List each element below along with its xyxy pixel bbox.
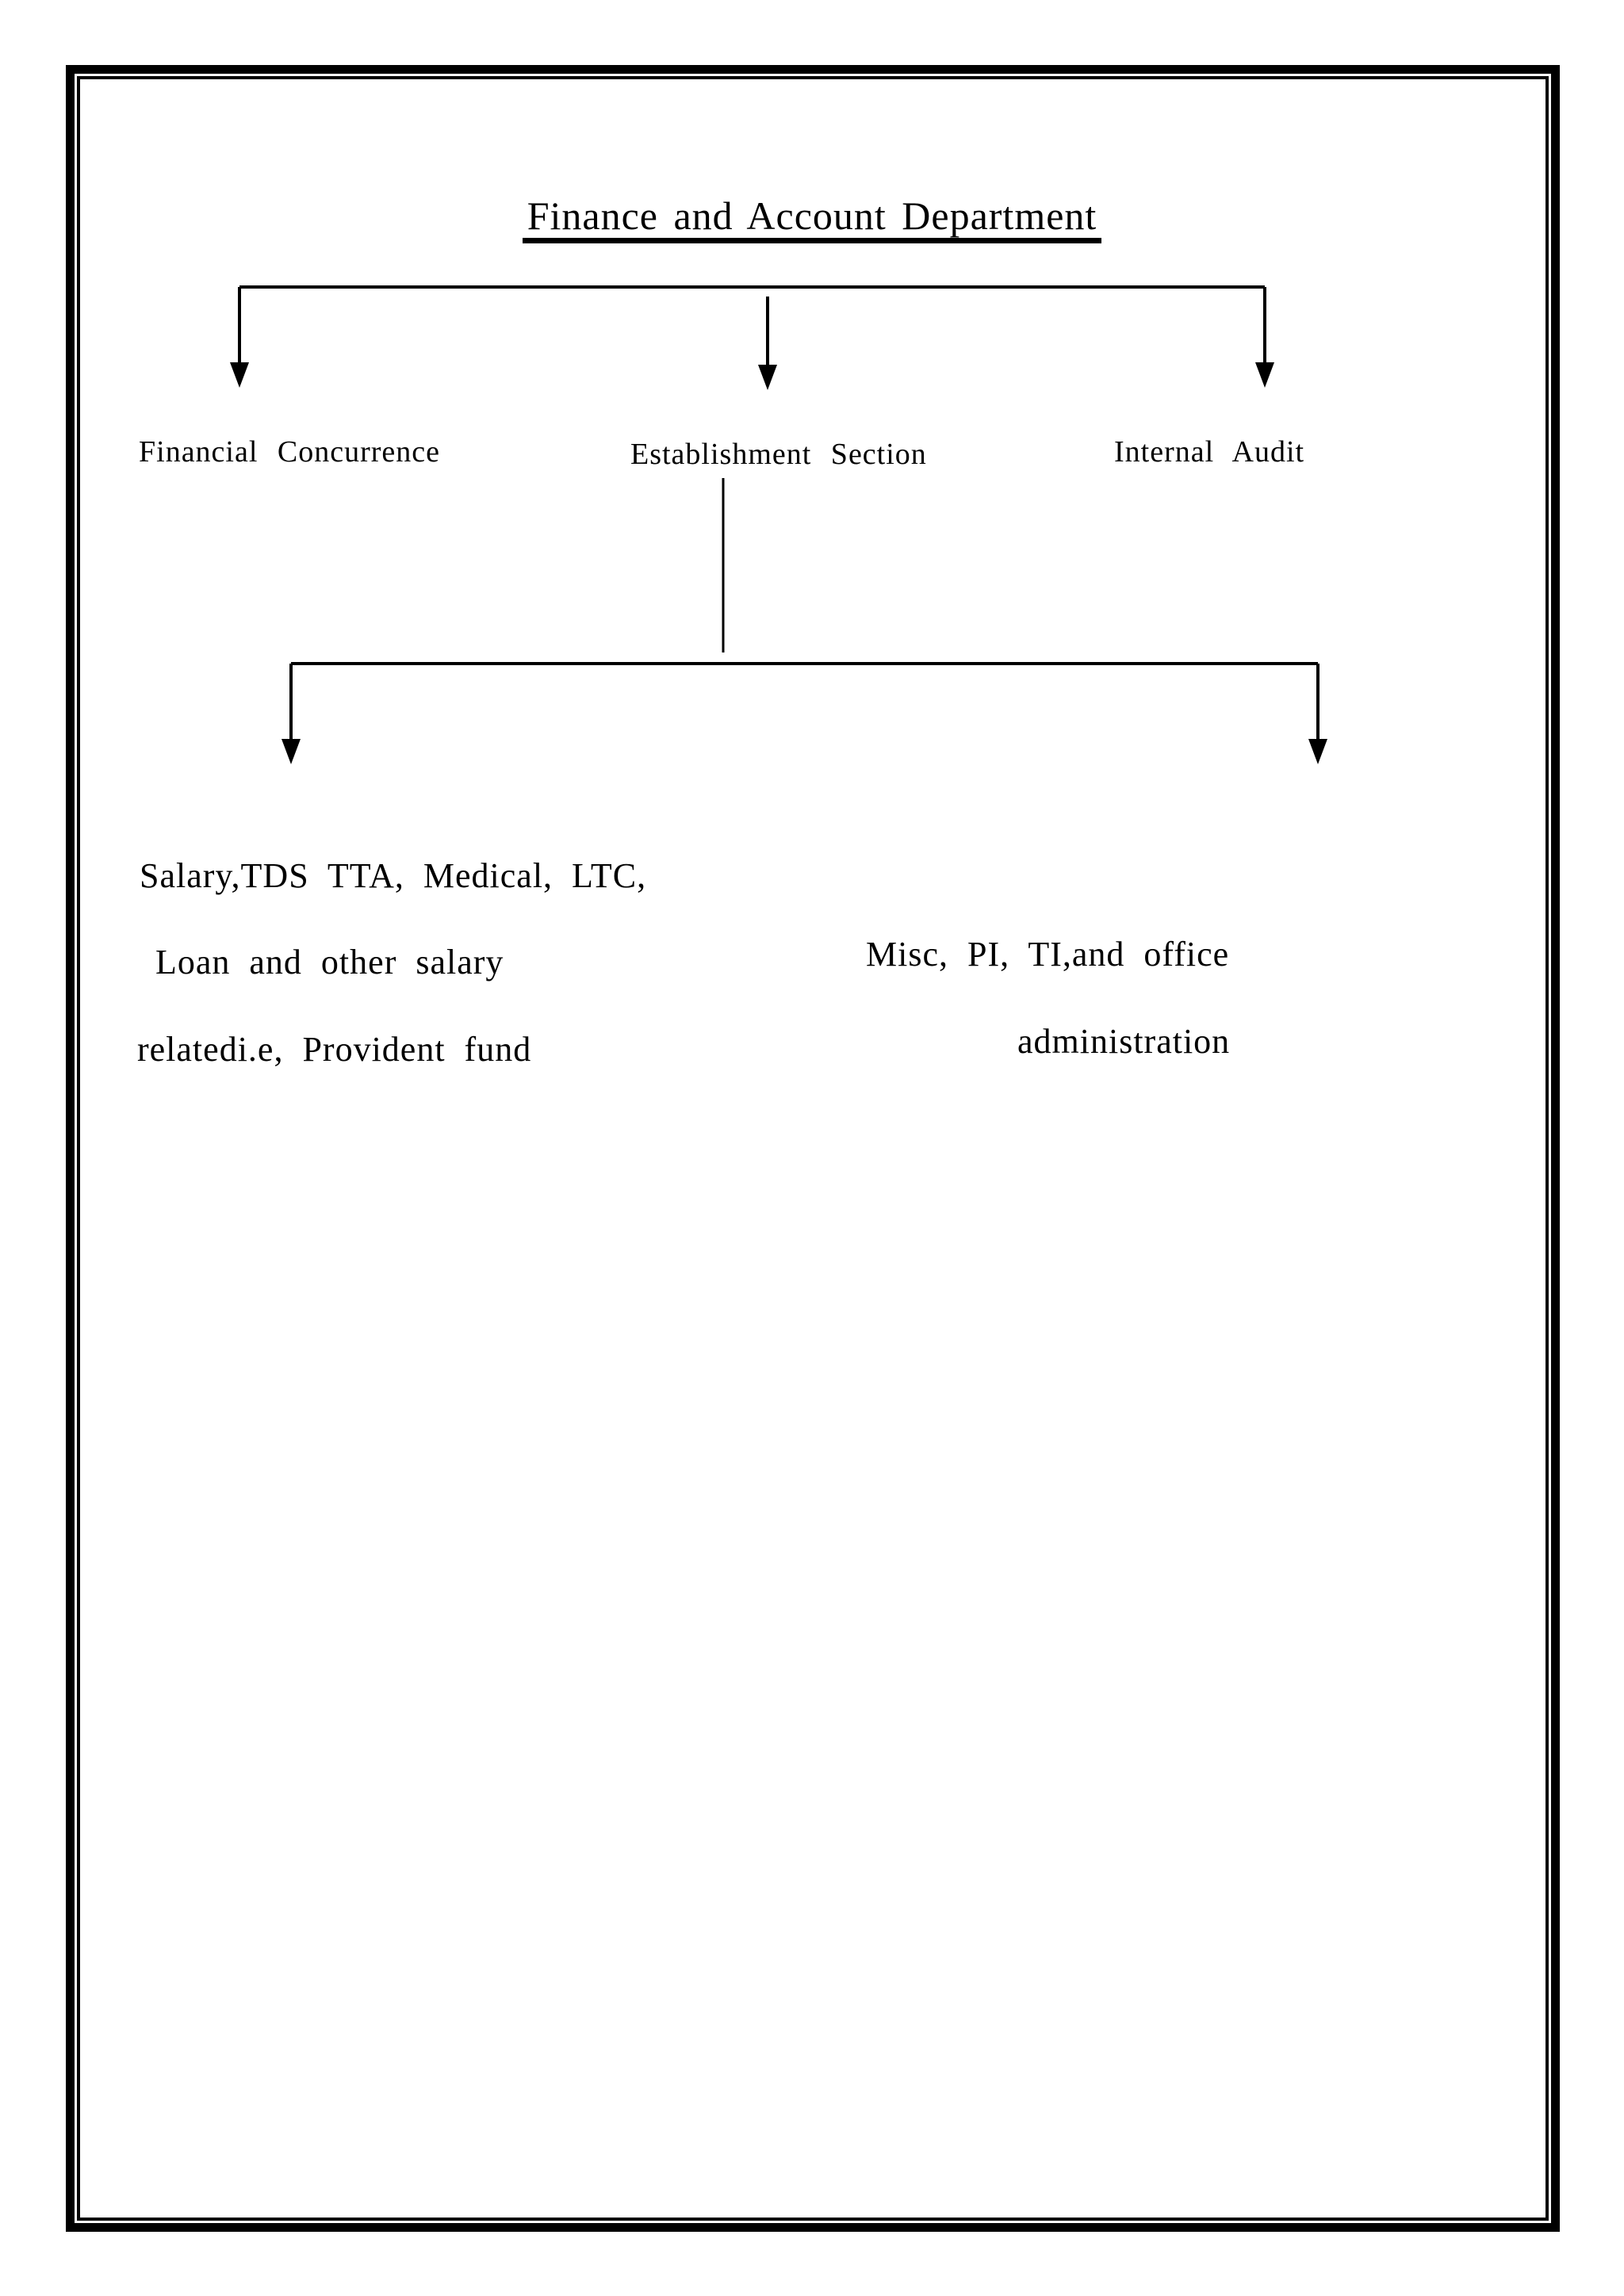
page-border-outer <box>66 65 1560 2232</box>
misc-branch-line-2: administration <box>1017 1022 1231 1061</box>
misc-branch-line-1: Misc, PI, TI,and office <box>866 935 1230 974</box>
arrowhead-lower-left <box>282 739 301 764</box>
node-internal-audit: Internal Audit <box>1114 435 1305 469</box>
node-financial-concurrence: Financial Concurrence <box>139 435 441 469</box>
arrowhead-top-center <box>758 365 777 390</box>
node-establishment-section: Establishment Section <box>630 438 927 471</box>
page-border-inner <box>77 76 1549 2221</box>
page-title: Finance and Account Department <box>0 196 1624 243</box>
salary-branch-line-3: relatedi.e, Provident fund <box>137 1030 532 1069</box>
salary-branch-line-1: Salary,TDS TTA, Medical, LTC, <box>140 856 647 895</box>
salary-branch-line-2: Loan and other salary <box>155 943 504 982</box>
arrowhead-top-left <box>230 362 249 388</box>
arrowhead-top-right <box>1255 362 1274 388</box>
arrowhead-lower-right <box>1308 739 1327 764</box>
page-title-text: Finance and Account Department <box>522 196 1102 243</box>
